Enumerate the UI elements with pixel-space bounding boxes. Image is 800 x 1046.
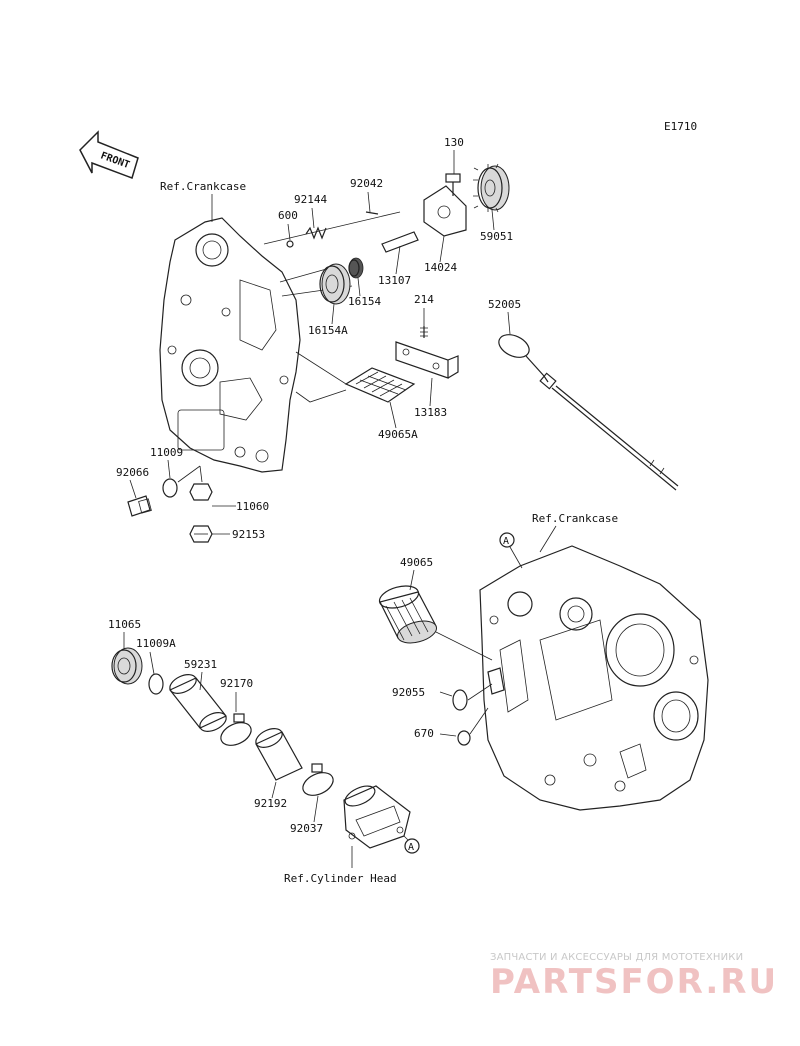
part-label-16154: 16154 <box>348 295 381 308</box>
callout-a-bottom-label: A <box>408 842 414 853</box>
screw-214 <box>420 326 428 338</box>
part-label-92170: 92170 <box>220 677 253 690</box>
part-label-92144: 92144 <box>294 193 327 206</box>
left-crankcase-cover <box>159 217 301 473</box>
o-ring-670 <box>457 730 471 746</box>
part-label-13107: 13107 <box>378 274 411 287</box>
watermark-logo: PARTSFOR.RU <box>490 962 779 1002</box>
rotor-16154 <box>348 257 364 279</box>
ref-crankcase-right-label: Ref.Crankcase <box>532 512 618 525</box>
pipe-fitting <box>487 667 505 695</box>
ref-cylinder-head-label: Ref.Cylinder Head <box>284 872 397 885</box>
diagram-code: E1710 <box>664 120 697 133</box>
part-label-49065: 49065 <box>400 556 433 569</box>
spring-92144 <box>305 226 327 240</box>
ref-crankcase-left-label: Ref.Crankcase <box>160 180 246 193</box>
part-label-670: 670 <box>414 727 434 740</box>
hose-92192 <box>255 728 303 781</box>
callout-a-bottom: A <box>404 838 420 854</box>
clamp-92037 <box>302 763 334 796</box>
clamp-92170 <box>220 713 252 746</box>
front-arrow-icon: FRONT <box>79 130 139 179</box>
part-label-92192: 92192 <box>254 797 287 810</box>
part-label-600: 600 <box>278 209 298 222</box>
bearing-11065 <box>111 647 143 685</box>
part-label-11065: 11065 <box>108 618 141 631</box>
part-label-92055: 92055 <box>392 686 425 699</box>
plate-13183 <box>395 341 459 379</box>
part-label-14024: 14024 <box>424 261 457 274</box>
part-label-92037: 92037 <box>290 822 323 835</box>
part-label-92153: 92153 <box>232 528 265 541</box>
plug-92066 <box>127 495 152 517</box>
callout-a-top-label: A <box>503 536 509 547</box>
watermark-tagline: ЗАПЧАСТИ И АКСЕССУАРЫ ДЛЯ МОТОТЕХНИКИ <box>490 952 744 963</box>
part-label-49065A: 49065A <box>378 428 418 441</box>
cover-14024 <box>423 185 467 237</box>
ball-600 <box>286 240 294 248</box>
o-ring-92055 <box>452 689 468 711</box>
part-label-92066: 92066 <box>116 466 149 479</box>
cylinder-head-fitting <box>343 785 411 849</box>
dipstick-52005 <box>498 334 679 491</box>
bolt-92153 <box>189 525 213 543</box>
shaft-13107 <box>381 231 419 253</box>
washer-11009 <box>162 478 178 498</box>
gear-59051 <box>473 163 510 213</box>
part-label-13183: 13183 <box>414 406 447 419</box>
washer-11009A <box>148 673 164 695</box>
part-label-11009: 11009 <box>150 446 183 459</box>
part-label-59051: 59051 <box>480 230 513 243</box>
pipe-59231 <box>169 674 227 732</box>
callout-a-top: A <box>499 532 515 548</box>
oil-filter-49065 <box>378 585 437 644</box>
part-label-214: 214 <box>414 293 434 306</box>
nut-11060 <box>189 483 213 501</box>
part-label-11060: 11060 <box>236 500 269 513</box>
part-label-11009A: 11009A <box>136 637 176 650</box>
part-label-52005: 52005 <box>488 298 521 311</box>
rotor-16154A <box>319 263 351 305</box>
part-label-16154A: 16154A <box>308 324 348 337</box>
screen-49065A <box>344 367 416 403</box>
part-label-92042: 92042 <box>350 177 383 190</box>
part-label-59231: 59231 <box>184 658 217 671</box>
part-label-130: 130 <box>444 136 464 149</box>
right-crankcase <box>479 545 709 811</box>
